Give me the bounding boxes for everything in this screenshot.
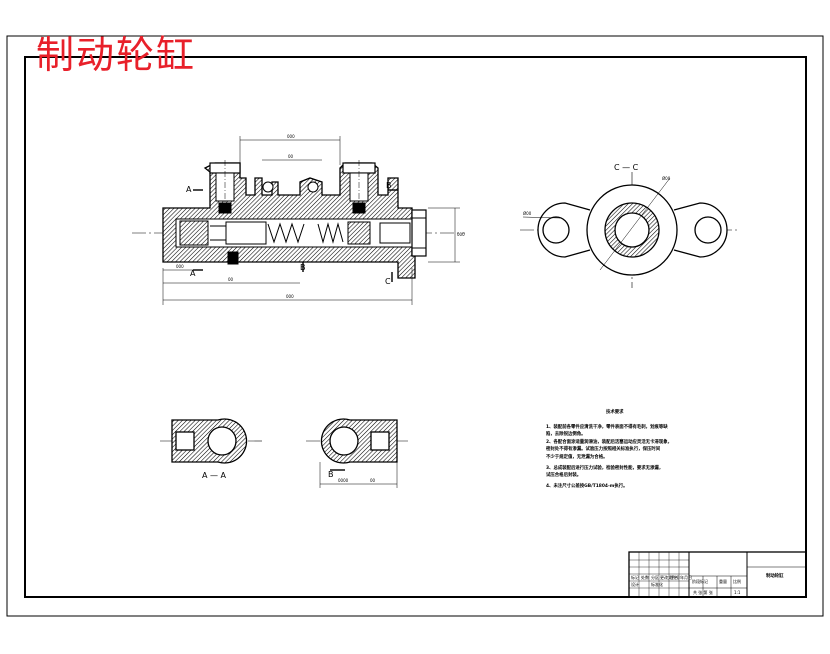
title-block-weight: 重量 <box>719 578 727 584</box>
tech-note-line: 2、各配合面涂适量润滑油，装配后活塞运动应灵活无卡滞现象， <box>546 438 672 445</box>
view-label-b-bottom: B <box>300 263 306 272</box>
dim-cc-dia2: Ø00 <box>662 176 671 181</box>
drawing-title: 制动轮缸 <box>36 33 197 77</box>
dim-right-height: 000 <box>457 232 465 237</box>
title-block-row-label: 分区 <box>651 574 659 580</box>
title-block-ratio: 比例 <box>733 578 741 584</box>
title-block-stage: 阶段标记 <box>692 578 708 584</box>
tech-note-line: 陷，去除锐边倒角。 <box>546 430 586 437</box>
dim-bottom-mid: 00 <box>228 277 234 282</box>
section-cc-label: C — C <box>614 163 639 172</box>
dim-bottom-short: 000 <box>176 264 184 269</box>
section-cc-view <box>520 172 740 288</box>
view-label-b-top: B <box>386 181 392 190</box>
tech-note-line: 1、装配前各零件应清洗干净，零件表面不得有毛刺，划痕等缺 <box>546 423 668 430</box>
title-block-designer: 设计 <box>631 581 639 587</box>
tech-note-line: 试压合格后封装。 <box>546 471 581 478</box>
title-block-scale: 1:1 <box>734 590 741 595</box>
tech-note-line: 4、未注尺寸公差按GB/T1804-m执行。 <box>546 482 628 489</box>
title-block-row-label: 签名 <box>670 574 678 580</box>
title-block-sheet: 共 张 第 张 <box>693 589 713 595</box>
title-block-row-label: 处数 <box>641 574 649 580</box>
tech-notes-heading: 技术要求 <box>606 408 624 415</box>
drawing-frame <box>24 56 807 598</box>
title-block <box>628 551 807 598</box>
main-section-view <box>132 136 465 305</box>
section-aa-view <box>160 418 262 464</box>
detail-b-view <box>306 418 408 488</box>
title-block-row-label: 标记 <box>631 574 639 580</box>
dim-top-inner: 00 <box>288 154 294 159</box>
section-aa-label: A — A <box>202 471 227 480</box>
tech-note-line: 密封处不得有渗漏。试验压力按照相关标准执行，保压时间 <box>546 445 661 452</box>
tech-note-line: 不少于规定值，无泄漏为合格。 <box>546 453 607 460</box>
title-block-drawing-name: 制动轮缸 <box>766 572 784 579</box>
technical-requirements: 技术要求 1、装配前各零件应清洗干净，零件表面不得有毛刺，划痕等缺 陷，去除锐边… <box>546 408 672 489</box>
view-label-b-detail: B <box>328 470 334 479</box>
tech-note-line: 3、总成装配后进行压力试验，检验密封性能，要求无渗漏， <box>546 464 663 471</box>
title-block-row-label: 更改文件号 <box>660 574 680 580</box>
dim-b-width2: 00 <box>370 478 376 483</box>
dim-top-span: 000 <box>287 134 295 139</box>
view-label-a-top: A <box>186 185 192 194</box>
title-block-row-label: 年月日 <box>680 574 692 580</box>
view-label-a-bottom: A <box>190 269 196 278</box>
sheet-outer-border <box>6 35 824 617</box>
title-block-standard: 标准化 <box>651 581 663 587</box>
view-label-c: C <box>385 277 391 286</box>
dim-b-width1: 0000 <box>338 478 349 483</box>
dim-bottom-total: 000 <box>286 294 294 299</box>
dim-cc-dia1: Ø00 <box>523 211 532 216</box>
